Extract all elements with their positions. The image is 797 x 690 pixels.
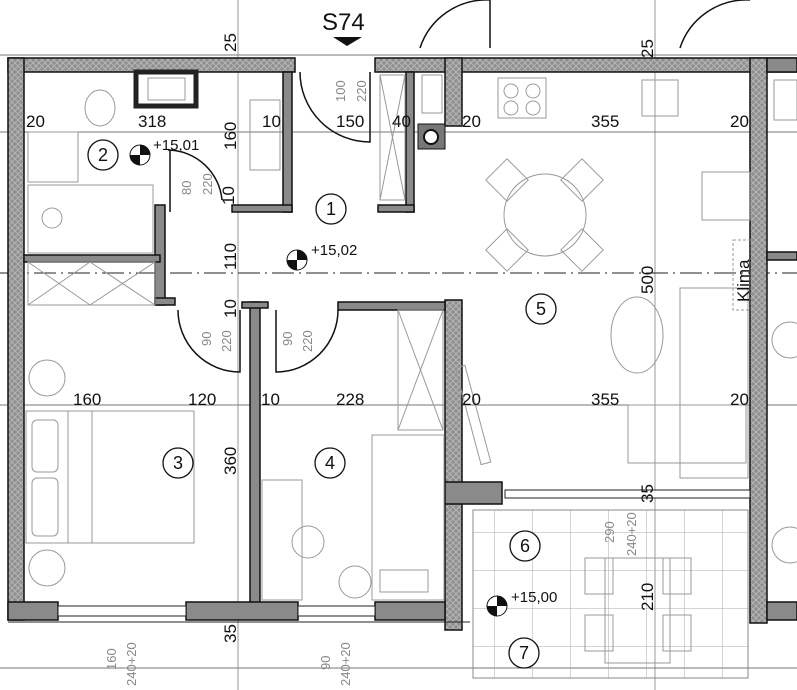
dim-label: 360 — [221, 447, 240, 475]
room-number-2: 2 — [98, 145, 108, 165]
dim-label: 10 — [261, 390, 280, 409]
dim-label: 10 — [219, 186, 238, 205]
room-number-3: 3 — [173, 453, 183, 473]
room-number-7: 7 — [519, 643, 529, 663]
dim-label: 110 — [221, 243, 240, 270]
elevation-hall: +15,02 — [311, 242, 357, 259]
opening-height: 240+20 — [338, 642, 353, 686]
opening-width: 90 — [199, 332, 214, 346]
opening-height: 240+20 — [624, 512, 639, 556]
opening-height: 220 — [219, 330, 234, 352]
dim-label: 20 — [730, 390, 749, 409]
opening-width: 80 — [179, 181, 194, 195]
windows — [8, 489, 751, 623]
dim-label: 10 — [262, 112, 281, 131]
dim-label: 500 — [638, 266, 657, 294]
room-number-1: 1 — [326, 199, 336, 219]
opening-width: 290 — [602, 521, 617, 543]
dim-label: 40 — [392, 112, 411, 131]
opening-height: 220 — [300, 330, 315, 352]
elevation-markers — [129, 144, 508, 617]
dim-label: 35 — [221, 624, 240, 643]
dim-label: 25 — [638, 39, 657, 58]
furniture — [25, 74, 797, 664]
dim-label: 355 — [591, 390, 619, 409]
opening-width: 100 — [333, 80, 348, 102]
dim-label: 160 — [73, 390, 101, 409]
dim-label: 355 — [591, 112, 619, 131]
dim-label: 20 — [462, 390, 481, 409]
elevation-bathroom: +15,01 — [153, 137, 199, 154]
dim-label: 120 — [188, 390, 216, 409]
section-mark-label: S74 — [322, 9, 365, 36]
dim-label: 35 — [638, 484, 657, 503]
dim-label: 20 — [730, 112, 749, 131]
opening-width: 160 — [104, 648, 119, 670]
dim-label: 318 — [138, 112, 166, 131]
room-number-4: 4 — [325, 453, 335, 473]
room-number-5: 5 — [536, 299, 546, 319]
opening-height: 240+20 — [124, 642, 139, 686]
dim-label: 210 — [638, 583, 657, 611]
klima-label: Klima — [734, 259, 753, 302]
dim-label: 228 — [336, 390, 364, 409]
doors — [167, 0, 750, 373]
room-labels — [87, 139, 557, 669]
dim-label: 25 — [221, 33, 240, 52]
dim-label: 160 — [221, 122, 240, 150]
room-number-6: 6 — [520, 536, 530, 556]
dim-label: 150 — [336, 112, 364, 131]
opening-height: 220 — [200, 173, 215, 195]
walls — [7, 57, 797, 631]
elevation-balcony: +15,00 — [511, 589, 557, 606]
dim-label: 20 — [462, 112, 481, 131]
section-arrow-icon — [333, 37, 362, 46]
dim-label: 20 — [26, 112, 45, 131]
opening-height: 220 — [354, 80, 369, 102]
opening-width: 90 — [318, 656, 333, 670]
opening-width: 90 — [280, 332, 295, 346]
dim-label: 10 — [221, 299, 240, 318]
